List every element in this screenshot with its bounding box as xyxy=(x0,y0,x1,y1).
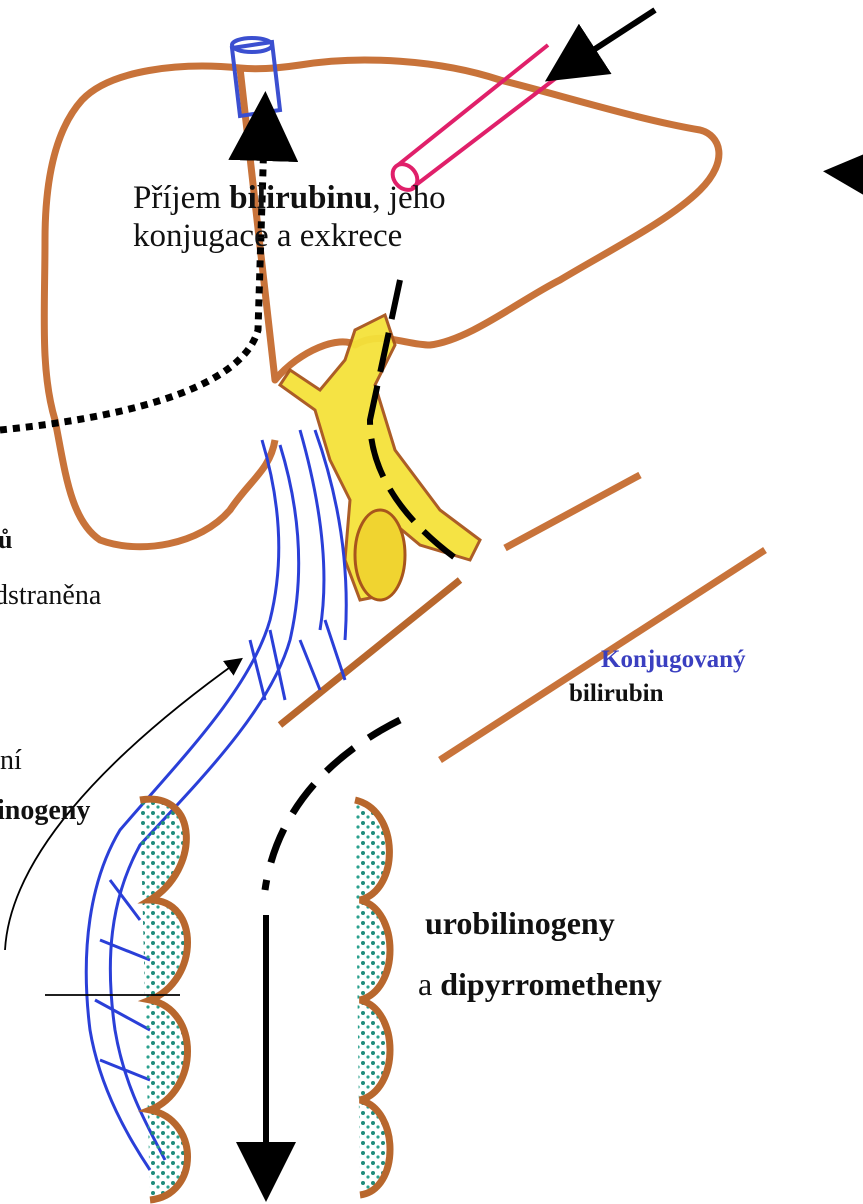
urobilinogeny-label: urobilinogeny xyxy=(425,905,615,942)
portal-artery xyxy=(388,45,560,195)
fragment-ni-label: ní xyxy=(0,745,22,777)
fragment-inogeny-label: inogeny xyxy=(0,795,90,827)
intestine-right-wall xyxy=(355,800,390,1195)
fragment-u-label: ů xyxy=(0,525,12,555)
bile-duct-segment xyxy=(505,475,640,548)
arrow-icon-top-right xyxy=(555,10,655,75)
arrow-icon-far-right xyxy=(835,172,863,175)
dotted-arrow-icon xyxy=(0,105,265,430)
duodenum-wall xyxy=(280,580,460,725)
intake-label: Příjem bilirubinu, jeho konjugace a exkr… xyxy=(133,180,446,256)
intake-line-2: konjugace a exkrece xyxy=(133,218,446,256)
conjugated-label: Konjugovaný xyxy=(601,646,745,675)
portal-veins xyxy=(86,430,346,1170)
fragment-odstranena-label: dstraněna xyxy=(0,580,101,612)
intestine-left-wall xyxy=(140,799,188,1200)
bilirubin-label: bilirubin xyxy=(569,680,664,709)
intake-line-1: Příjem bilirubinu, jeho xyxy=(133,180,446,218)
dipyrromethen-label: a dipyrrometheny xyxy=(418,966,662,1003)
